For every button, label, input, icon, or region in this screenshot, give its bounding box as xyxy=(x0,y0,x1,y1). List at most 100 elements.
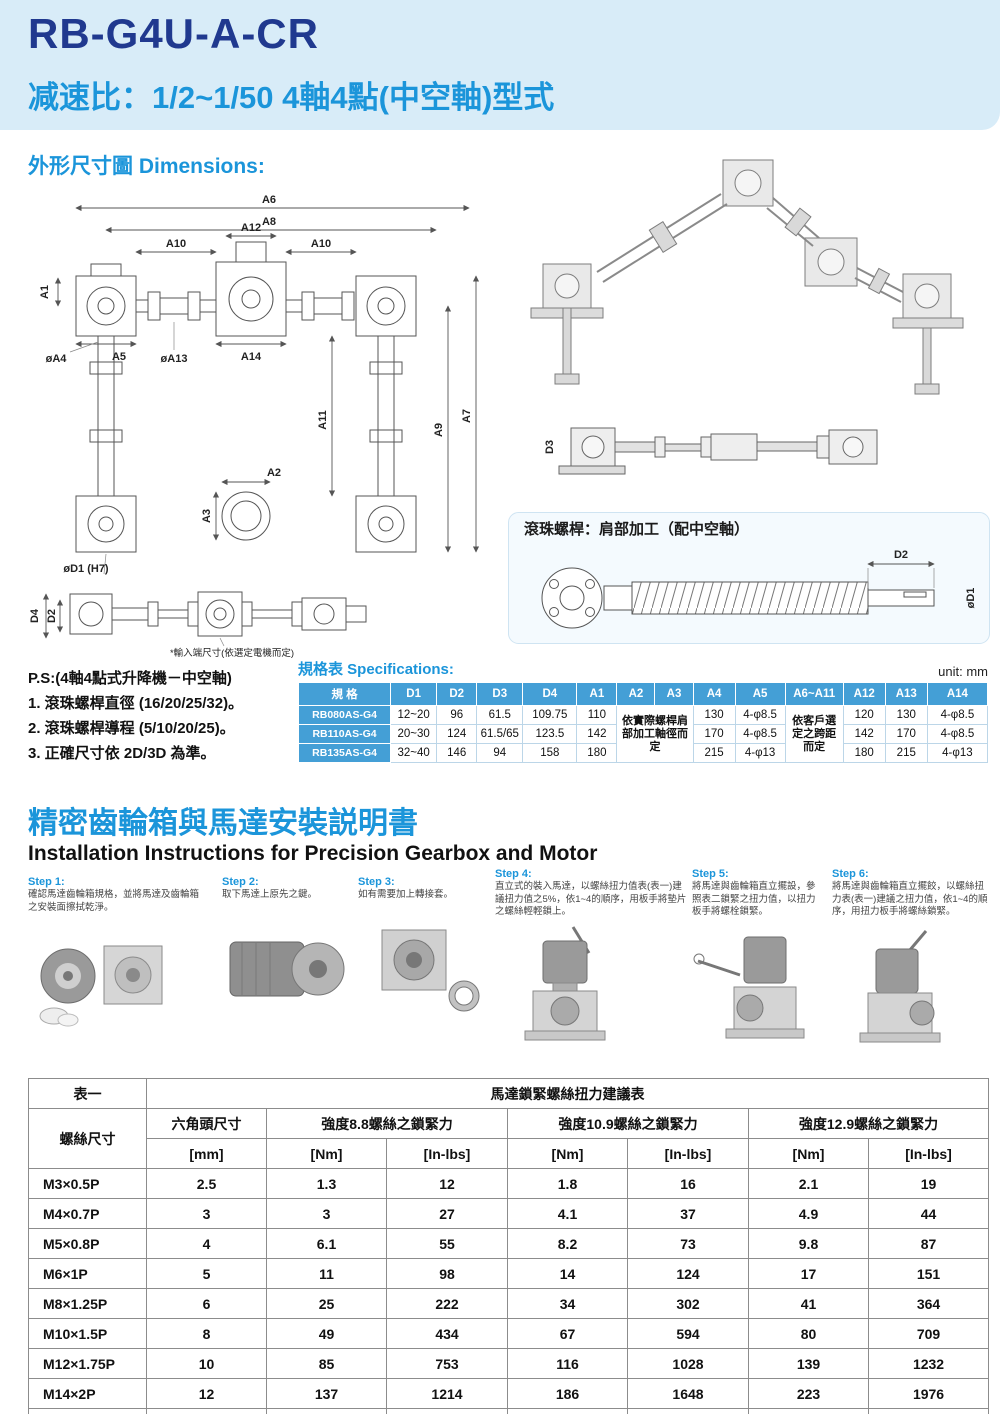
iso-side-assembly xyxy=(558,427,878,475)
ballscrew-panel-bg xyxy=(508,512,990,644)
spec-col-header: A13 xyxy=(884,682,928,706)
svg-text:A12: A12 xyxy=(241,222,261,234)
dimension-labels: A6 A8 A10 A12 A10 A1 øA4 A5 øA13 A14 A11… xyxy=(39,194,473,575)
step-2-text: 取下馬達上原先之鍵。 xyxy=(222,889,318,900)
step-6-label: Step 6: xyxy=(832,868,869,880)
torque-value-cell: 1028 xyxy=(627,1348,749,1379)
spec-row: RB080AS-G4 12~20 96 61.5 109.75 110 依實際螺… xyxy=(297,705,989,763)
torque-value-cell: 434 xyxy=(386,1318,508,1349)
torque-value-cell: 14 xyxy=(146,1408,267,1414)
grade-8-8-header: 強度8.8螺絲之鎖緊力 xyxy=(266,1108,508,1139)
spec-cell: 4-φ8.5 xyxy=(926,724,989,744)
torque-value-cell: 12 xyxy=(146,1378,267,1409)
torque-value-cell: 753 xyxy=(386,1348,508,1379)
spec-col-header: A3 xyxy=(654,682,694,706)
svg-text:A11: A11 xyxy=(317,410,329,430)
svg-text:A1: A1 xyxy=(39,285,51,299)
torque-table-title: 馬達鎖緊螺絲扭力建議表 xyxy=(145,1078,990,1109)
torque-value-cell: 49 xyxy=(266,1318,387,1349)
spec-cell: 142 xyxy=(842,724,886,744)
spec-model-cell: RB080AS-G4 xyxy=(297,705,392,725)
spec-row: RB110AS-G4 20~30 124 61.5/65 123.5 142 1… xyxy=(297,724,989,744)
torque-value-cell: 85 xyxy=(266,1348,387,1379)
screw-size-cell: M14×2P xyxy=(28,1378,147,1409)
spec-table-title: 規格表 Specifications: xyxy=(298,661,454,678)
screw-size-cell: M5×0.8P xyxy=(28,1228,147,1259)
torque-value-cell: 222 xyxy=(386,1288,508,1319)
torque-value-cell: 2534 xyxy=(627,1408,749,1414)
torque-value-cell: 8 xyxy=(146,1318,267,1349)
grade-10-9-header: 強度10.9螺絲之鎖緊力 xyxy=(507,1108,749,1139)
iso-couplings xyxy=(554,207,940,395)
screw-size-cell: M10×1.5P xyxy=(28,1318,147,1349)
unit-header: [Nm] xyxy=(507,1138,628,1169)
spec-section: 規格表 Specifications: unit: mm 規 格 D1 D2 D… xyxy=(297,658,989,763)
spec-col-header: D1 xyxy=(390,682,438,706)
torque-section: 表一 馬達鎖緊螺絲扭力建議表 螺絲尺寸 六角頭尺寸 強度8.8螺絲之鎖緊力 強度… xyxy=(28,1078,990,1414)
unit-header: [Nm] xyxy=(266,1138,387,1169)
torque-value-cell: 11 xyxy=(266,1258,387,1289)
step-1-text: 確認馬達齒輪箱規格，並將馬達及齒輪箱之安裝面擦拭乾淨。 xyxy=(28,889,200,913)
torque-value-cell: 343 xyxy=(748,1408,869,1414)
spec-col-header: A5 xyxy=(734,682,786,706)
spec-cell: 96 xyxy=(436,705,478,725)
torque-value-cell: 12 xyxy=(386,1168,508,1199)
ps-item: 2. 滾珠螺桿導程 (5/10/20/25)。 xyxy=(28,720,235,737)
torque-value-cell: 116 xyxy=(507,1348,628,1379)
torque-value-cell: 16 xyxy=(627,1168,749,1199)
svg-text:øD1 (H7): øD1 (H7) xyxy=(63,563,109,575)
torque-value-cell: 1860 xyxy=(386,1408,508,1414)
ps-item: 1. 滾珠螺桿直徑 (16/20/25/32)。 xyxy=(28,695,244,712)
step-6: Step 6: 將馬達與齒輪箱直立擺餃，以螺絲扭力表(表一)建議之扭力值，依1~… xyxy=(832,868,990,1052)
step-2-image xyxy=(229,941,345,996)
svg-text:A14: A14 xyxy=(241,351,262,363)
torque-value-cell: 98 xyxy=(386,1258,508,1289)
torque-header-row: 螺絲尺寸 六角頭尺寸 強度8.8螺絲之鎖緊力 強度10.9螺絲之鎖緊力 強度12… xyxy=(28,1108,990,1169)
d3-label: D3 xyxy=(544,440,556,454)
torque-value-cell: 1648 xyxy=(627,1378,749,1409)
torque-value-cell: 3 xyxy=(266,1198,387,1229)
spec-col-header: D4 xyxy=(522,682,578,706)
spec-a2a3-note: 依實際螺桿肩部加工軸徑而定 xyxy=(616,705,694,763)
step-4-image xyxy=(524,925,606,1040)
step-5-label: Step 5: xyxy=(692,868,729,880)
spec-col-header: D3 xyxy=(476,682,524,706)
dimension-lines xyxy=(54,204,480,575)
spec-cell: 170 xyxy=(692,724,736,744)
torque-value-cell: 186 xyxy=(507,1378,628,1409)
spec-row: RB135AS-G4 32~40 146 94 158 180 215 4-φ1… xyxy=(297,743,989,763)
spec-model-cell: RB135AS-G4 xyxy=(297,743,392,763)
step-1-image xyxy=(39,945,163,1027)
torque-value-cell: 137 xyxy=(266,1378,387,1409)
torque-value-cell: 5 xyxy=(146,1258,267,1289)
torque-value-cell: 3 xyxy=(146,1198,267,1229)
spec-col-header: A12 xyxy=(842,682,886,706)
spec-cell: 120 xyxy=(842,705,886,725)
spec-cell: 180 xyxy=(842,743,886,763)
torque-row: M16×2P14210186028625343433038 xyxy=(28,1408,990,1414)
step-3-image xyxy=(381,929,480,1011)
spec-col-header: A2 xyxy=(616,682,656,706)
spec-cell: 4-φ13 xyxy=(734,743,786,763)
torque-value-cell: 2.5 xyxy=(146,1168,267,1199)
spec-cell: 110 xyxy=(576,705,618,725)
torque-value-cell: 6 xyxy=(146,1288,267,1319)
torque-value-cell: 55 xyxy=(386,1228,508,1259)
torque-value-cell: 73 xyxy=(627,1228,749,1259)
spec-cell: 4-φ8.5 xyxy=(926,705,989,725)
torque-value-cell: 223 xyxy=(748,1378,869,1409)
torque-title-row: 表一 馬達鎖緊螺絲扭力建議表 xyxy=(28,1078,990,1109)
svg-text:D2: D2 xyxy=(894,549,908,561)
spec-cell: 32~40 xyxy=(390,743,438,763)
ballscrew-outline xyxy=(541,567,935,629)
torque-value-cell: 210 xyxy=(266,1408,387,1414)
spec-header-row: 規 格 D1 D2 D3 D4 A1 A2 A3 A4 A5 A6~A11 A1… xyxy=(297,682,989,706)
svg-text:A3: A3 xyxy=(201,509,213,523)
spec-cell: 61.5 xyxy=(476,705,524,725)
table-one-label: 表一 xyxy=(28,1078,147,1109)
